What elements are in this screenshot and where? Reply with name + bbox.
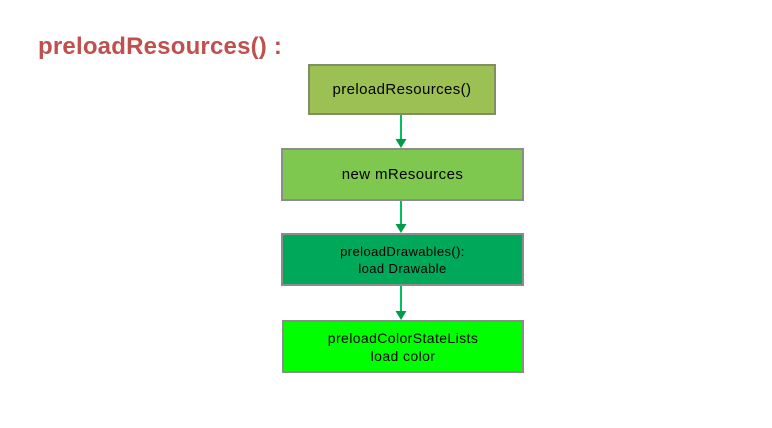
- page-title: preloadResources() :: [38, 33, 283, 60]
- flow-arrow-down-2: [395, 201, 407, 233]
- flow-node-label: preloadDrawables():: [340, 243, 465, 259]
- flow-node-label: preloadResources(): [332, 81, 472, 98]
- flow-node-new-mresources: new mResources: [281, 148, 524, 201]
- arrow-head: [395, 311, 407, 320]
- flow-arrow-down-1: [395, 115, 407, 148]
- arrow-head: [395, 224, 407, 233]
- flow-node-label: load color: [370, 347, 436, 364]
- flow-node-label: new mResources: [341, 166, 464, 183]
- flow-node-preload-resources: preloadResources(): [308, 64, 496, 115]
- flow-node-label: load Drawable: [358, 260, 447, 276]
- flow-node-preload-drawables: preloadDrawables(): load Drawable: [281, 233, 524, 286]
- flow-arrow-down-3: [395, 286, 407, 320]
- arrow-head: [395, 139, 407, 148]
- flow-node-label: preloadColorStateLists: [327, 329, 479, 346]
- flow-node-preload-colorstatelists: preloadColorStateLists load color: [282, 320, 524, 373]
